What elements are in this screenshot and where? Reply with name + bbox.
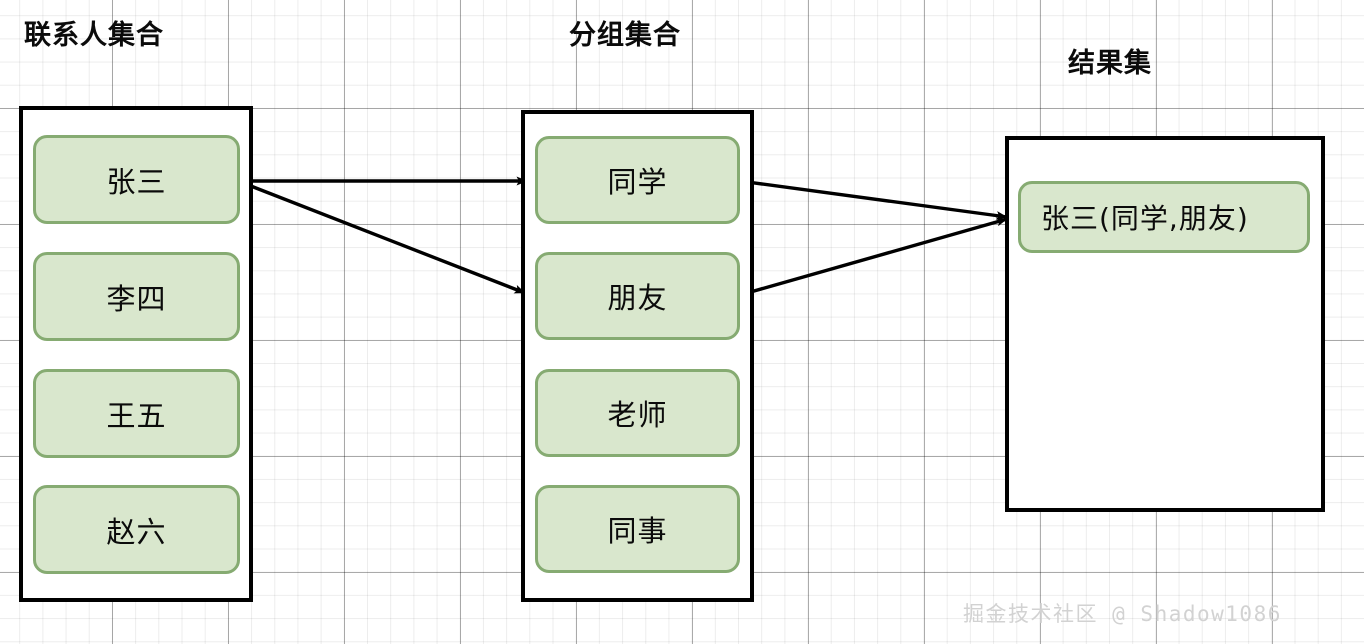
arrow-pengyou-to-result	[739, 217, 1008, 297]
result-item-zhangsan[interactable]: 张三(同学,朋友)	[1018, 181, 1310, 253]
group-item-tongxue[interactable]: 同学	[535, 136, 740, 224]
column-title-contacts: 联系人集合	[24, 20, 164, 51]
group-item-tongshi[interactable]: 同事	[535, 485, 740, 573]
group-item-pengyou[interactable]: 朋友	[535, 252, 740, 340]
contact-item-zhangsan[interactable]: 张三	[33, 135, 240, 224]
column-title-groups: 分组集合	[569, 20, 681, 51]
contact-item-wangwu[interactable]: 王五	[33, 369, 240, 458]
contact-item-lisi[interactable]: 李四	[33, 252, 240, 341]
arrow-zhangsan-to-pengyou	[237, 179, 526, 295]
contact-item-zhaoliu[interactable]: 赵六	[33, 485, 240, 574]
column-title-result: 结果集	[1068, 48, 1152, 79]
watermark: 掘金技术社区 @ Shadow1086	[963, 602, 1282, 626]
arrow-tongxue-to-result	[739, 179, 1008, 221]
group-item-laoshi[interactable]: 老师	[535, 369, 740, 457]
